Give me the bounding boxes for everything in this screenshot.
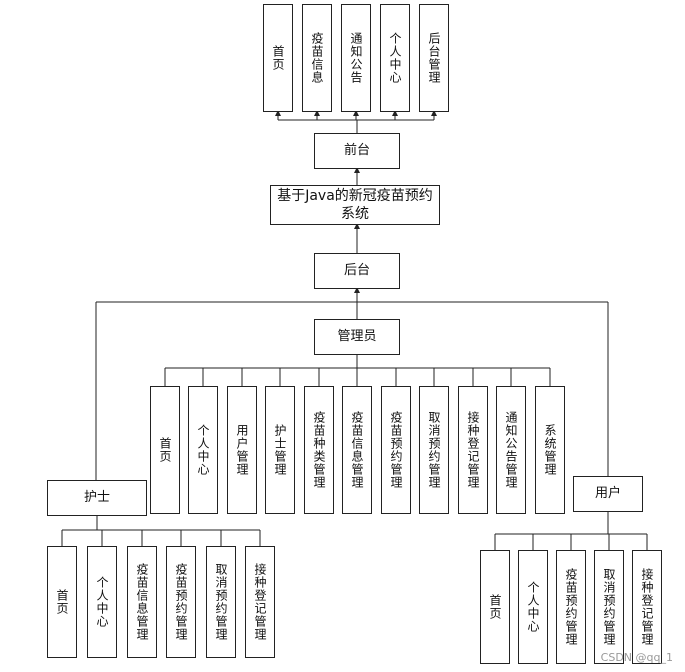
frontend-item-vaccine-info: 疫苗信息 (302, 4, 332, 112)
system-node: 基于Java的新冠疫苗预约系统 (270, 185, 440, 225)
admin-item-vaccine-appointment-management: 疫苗预约管理 (381, 386, 411, 514)
nurse-item-home: 首页 (47, 546, 77, 658)
admin-item-home: 首页 (150, 386, 180, 514)
frontend-item-home: 首页 (263, 4, 293, 112)
nurse-item-vaccine-info-management: 疫苗信息管理 (127, 546, 157, 658)
user-item-cancel-appointment-management: 取消预约管理 (594, 550, 624, 664)
watermark: CSDN @qq_1 (600, 651, 673, 664)
admin-node: 管理员 (314, 319, 400, 355)
admin-item-vaccine-info-management: 疫苗信息管理 (342, 386, 372, 514)
admin-item-personal-center: 个人中心 (188, 386, 218, 514)
user-item-vaccine-appointment-management: 疫苗预约管理 (556, 550, 586, 664)
nurse-node: 护士 (47, 480, 147, 516)
user-item-personal-center: 个人中心 (518, 550, 548, 664)
nurse-item-vaccine-appointment-management: 疫苗预约管理 (166, 546, 196, 658)
admin-item-nurse-management: 护士管理 (265, 386, 295, 514)
user-node: 用户 (573, 476, 643, 512)
user-item-vaccination-registration-management: 接种登记管理 (632, 550, 662, 664)
frontend-item-personal-center: 个人中心 (380, 4, 410, 112)
backend-node: 后台 (314, 253, 400, 289)
frontend-node: 前台 (314, 133, 400, 169)
frontend-item-notice: 通知公告 (341, 4, 371, 112)
admin-item-cancel-appointment-management: 取消预约管理 (419, 386, 449, 514)
admin-item-system-management: 系统管理 (535, 386, 565, 514)
admin-item-notice-management: 通知公告管理 (496, 386, 526, 514)
admin-item-user-management: 用户管理 (227, 386, 257, 514)
user-item-home: 首页 (480, 550, 510, 664)
frontend-item-backend-management: 后台管理 (419, 4, 449, 112)
nurse-item-cancel-appointment-management: 取消预约管理 (206, 546, 236, 658)
nurse-item-vaccination-registration-management: 接种登记管理 (245, 546, 275, 658)
admin-item-vaccination-registration-management: 接种登记管理 (458, 386, 488, 514)
admin-item-vaccine-type-management: 疫苗种类管理 (304, 386, 334, 514)
nurse-item-personal-center: 个人中心 (87, 546, 117, 658)
